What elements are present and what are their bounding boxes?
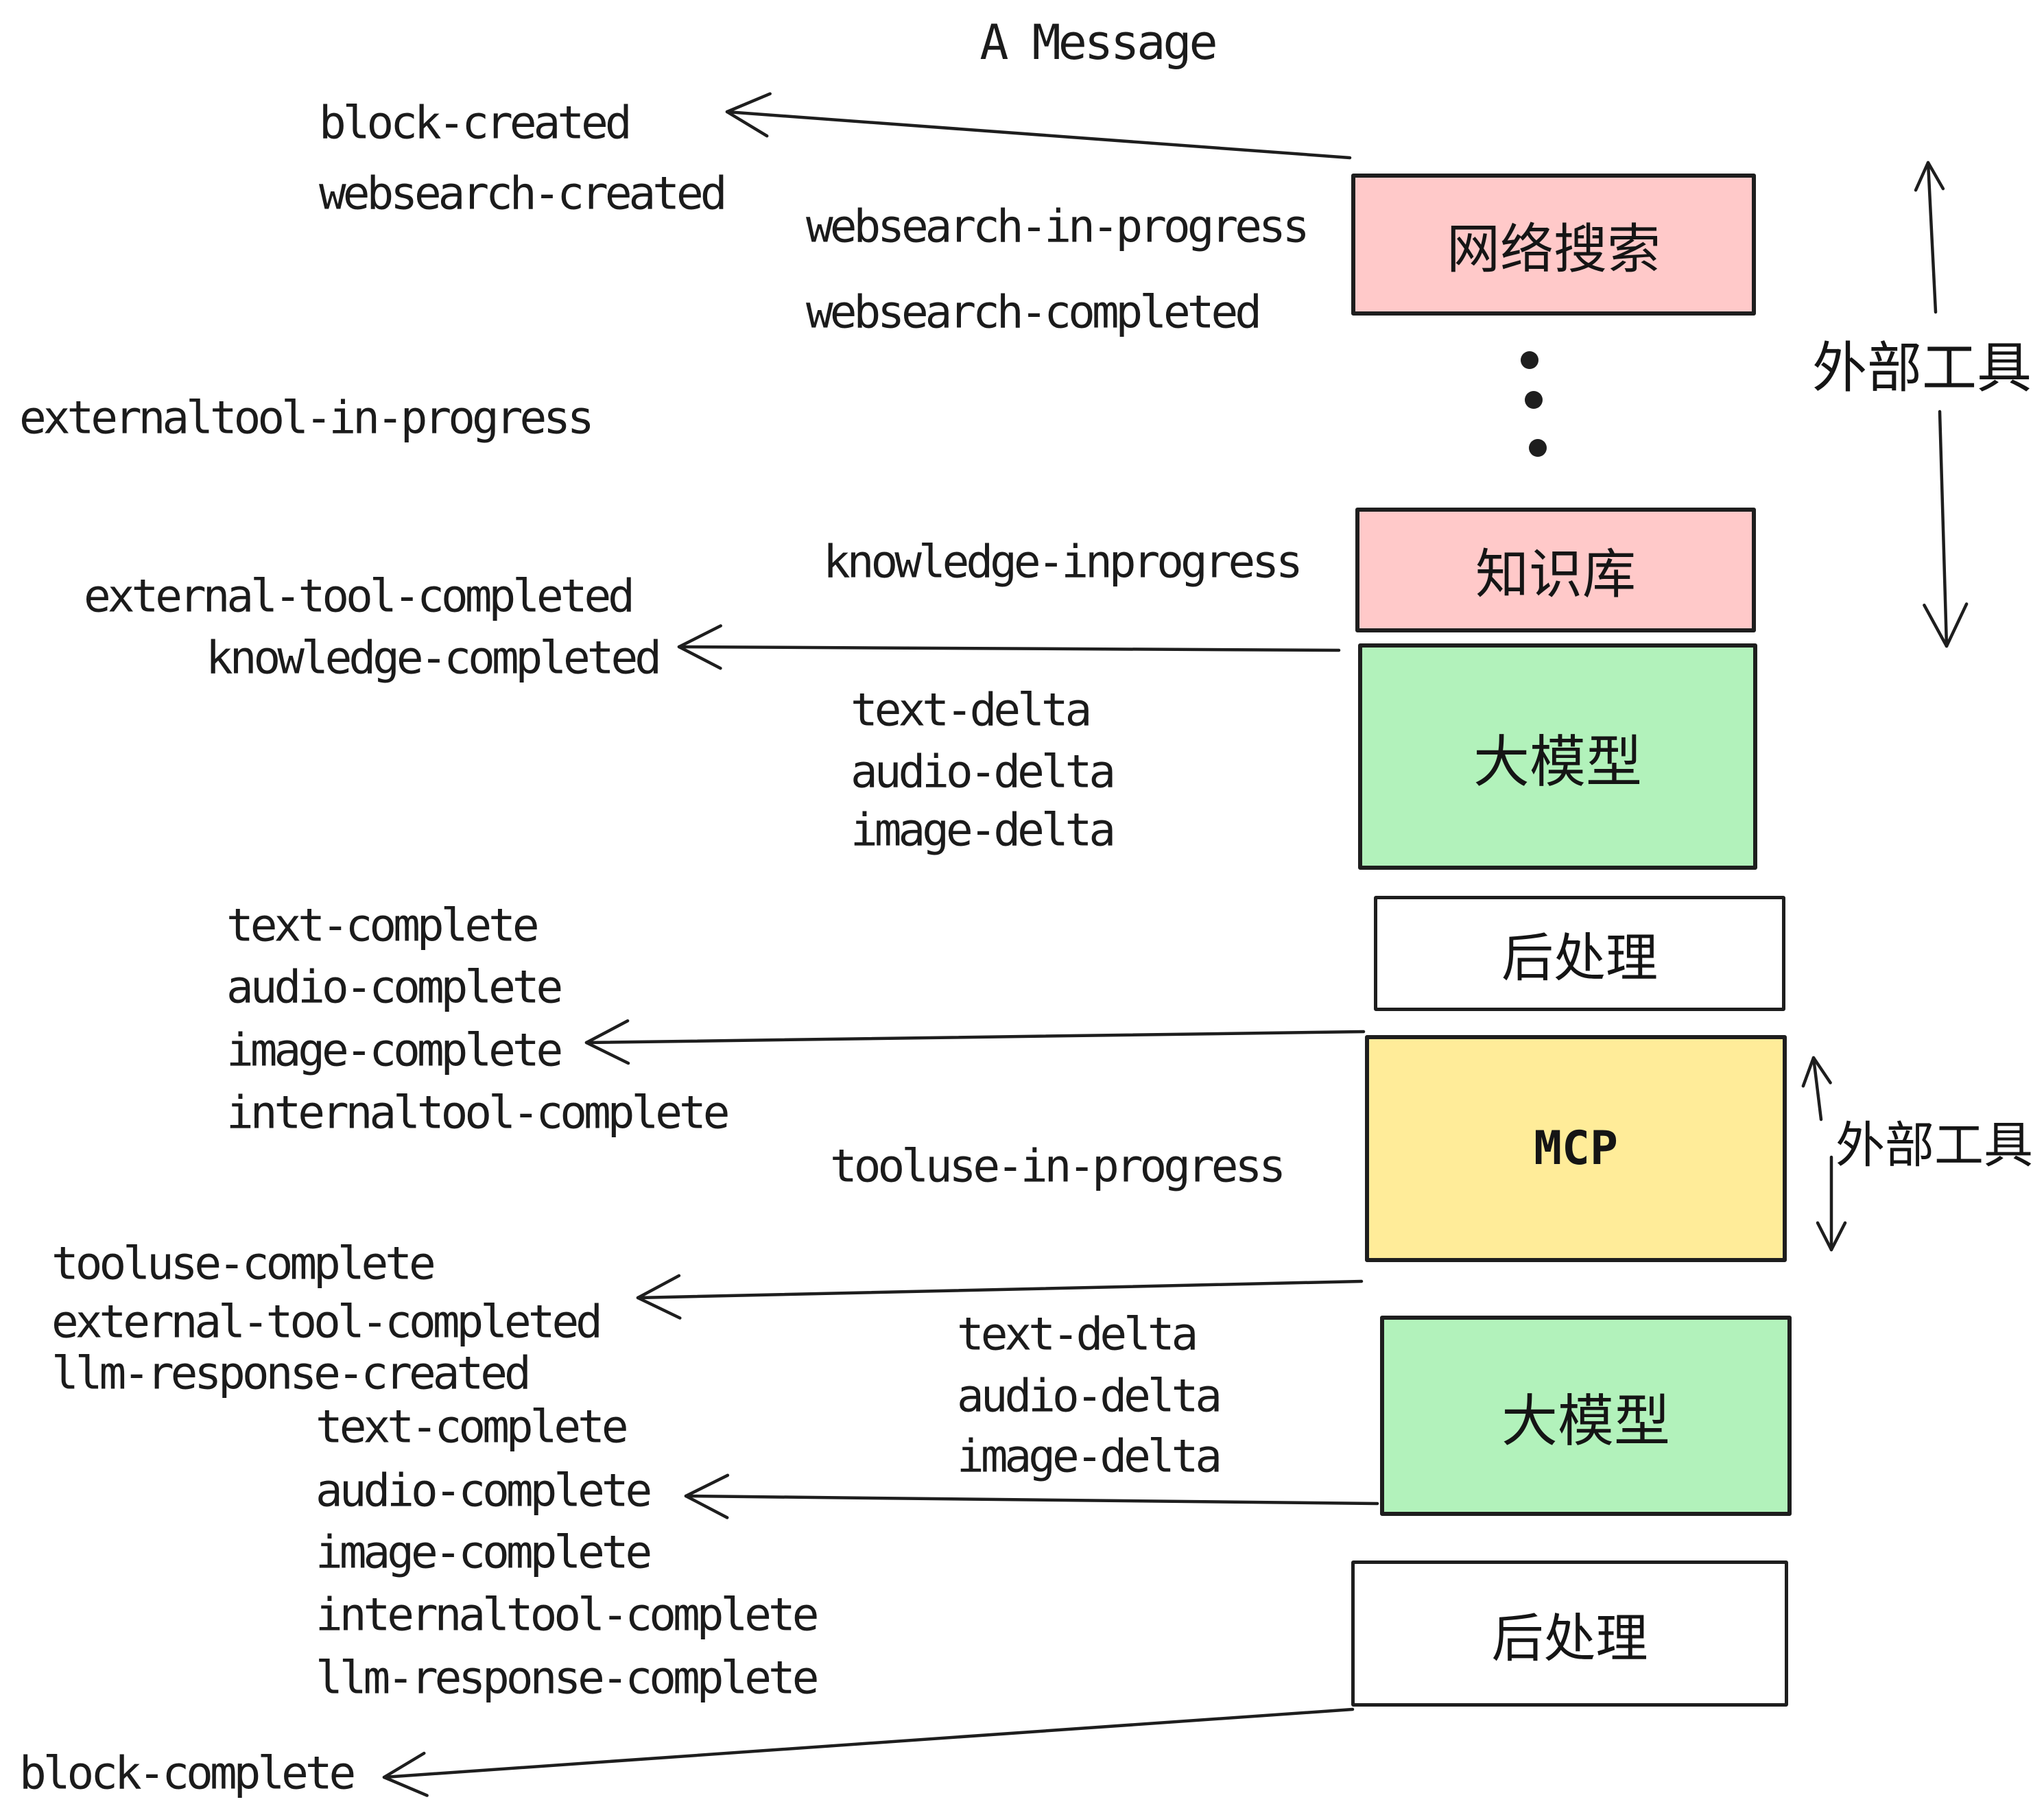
event-label: text-delta bbox=[957, 1307, 1198, 1361]
arrowhead bbox=[1914, 161, 1945, 192]
event-label: block-complete bbox=[19, 1746, 356, 1800]
ellipsis-dot bbox=[1525, 391, 1543, 409]
external-tools-arrow-up bbox=[1914, 161, 1945, 314]
mcp-external-arrow-up bbox=[1801, 1056, 1832, 1121]
arrow-to-image-complete bbox=[584, 1019, 1366, 1065]
event-label: text-complete bbox=[316, 1400, 629, 1453]
flow-box-post-process-2: 后处理 bbox=[1351, 1560, 1788, 1707]
event-label: text-complete bbox=[226, 899, 540, 952]
arrow-to-tooluse-complete bbox=[636, 1274, 1364, 1320]
flow-box-web-search: 网络搜索 bbox=[1351, 174, 1756, 316]
diagram-title: A Message bbox=[979, 14, 1217, 71]
event-label: knowledge-completed bbox=[206, 631, 662, 685]
external-tools-label-mcp: 外部工具 bbox=[1835, 1116, 2034, 1174]
event-label: image-delta bbox=[957, 1429, 1222, 1483]
event-label: audio-complete bbox=[226, 960, 563, 1014]
arrowhead bbox=[1816, 1221, 1847, 1252]
flow-box-label: 大模型 bbox=[1501, 1388, 1670, 1454]
flow-box-label: MCP bbox=[1534, 1121, 1618, 1176]
event-label: block-created bbox=[319, 96, 632, 150]
event-label: llm-response-created bbox=[51, 1346, 532, 1400]
ellipsis-dot bbox=[1521, 351, 1538, 369]
external-tools-arrow-down bbox=[1923, 410, 1969, 648]
arrowhead bbox=[382, 1751, 429, 1797]
event-label: tooluse-in-progress bbox=[830, 1139, 1286, 1193]
arrowhead bbox=[1923, 602, 1969, 648]
flow-box-post-process-1: 后处理 bbox=[1374, 896, 1785, 1011]
event-label: text-delta bbox=[851, 683, 1092, 737]
event-label: external-tool-completed bbox=[51, 1295, 603, 1349]
arrow-to-block-complete bbox=[382, 1707, 1355, 1797]
arrow-to-audio-complete bbox=[684, 1473, 1379, 1519]
flow-box-label: 知识库 bbox=[1475, 544, 1636, 606]
event-label: external-tool-completed bbox=[84, 569, 635, 623]
flow-box-mcp: MCP bbox=[1365, 1035, 1787, 1262]
event-label: externaltool-in-progress bbox=[19, 391, 595, 444]
arrowhead bbox=[725, 92, 772, 138]
arrow-to-block-created bbox=[725, 92, 1352, 160]
flow-box-llm-2: 大模型 bbox=[1380, 1316, 1792, 1516]
event-label: internaltool-complete bbox=[316, 1588, 819, 1641]
arrowhead bbox=[1801, 1056, 1832, 1088]
event-label: llm-response-complete bbox=[316, 1651, 819, 1705]
event-label: image-complete bbox=[316, 1526, 652, 1579]
flow-box-label: 后处理 bbox=[1491, 1607, 1648, 1669]
event-label: tooluse-complete bbox=[51, 1237, 436, 1290]
event-label: internaltool-complete bbox=[226, 1086, 730, 1139]
event-label: image-complete bbox=[226, 1023, 563, 1077]
flow-box-knowledge-base: 知识库 bbox=[1355, 508, 1756, 632]
event-label: websearch-in-progress bbox=[806, 200, 1309, 253]
arrowhead bbox=[684, 1473, 730, 1519]
arrowhead bbox=[584, 1019, 630, 1065]
flow-box-llm-1: 大模型 bbox=[1358, 643, 1757, 870]
event-label: audio-complete bbox=[316, 1464, 652, 1517]
flow-box-label: 后处理 bbox=[1501, 927, 1658, 988]
flow-box-label: 大模型 bbox=[1473, 729, 1642, 795]
event-label: knowledge-inprogress bbox=[823, 535, 1303, 589]
event-label: websearch-created bbox=[319, 167, 728, 220]
arrowhead bbox=[677, 624, 722, 670]
mcp-external-arrow-down bbox=[1816, 1155, 1847, 1252]
flow-box-label: 网络搜索 bbox=[1446, 218, 1661, 281]
event-label: audio-delta bbox=[851, 745, 1116, 798]
arrowhead bbox=[636, 1274, 682, 1320]
ellipsis-dot bbox=[1529, 439, 1547, 457]
event-label: image-delta bbox=[851, 803, 1116, 857]
external-tools-label-top: 外部工具 bbox=[1812, 336, 2032, 400]
arrow-to-knowledge-completed bbox=[677, 624, 1341, 670]
event-label: audio-delta bbox=[957, 1369, 1222, 1423]
event-label: websearch-completed bbox=[806, 285, 1262, 339]
